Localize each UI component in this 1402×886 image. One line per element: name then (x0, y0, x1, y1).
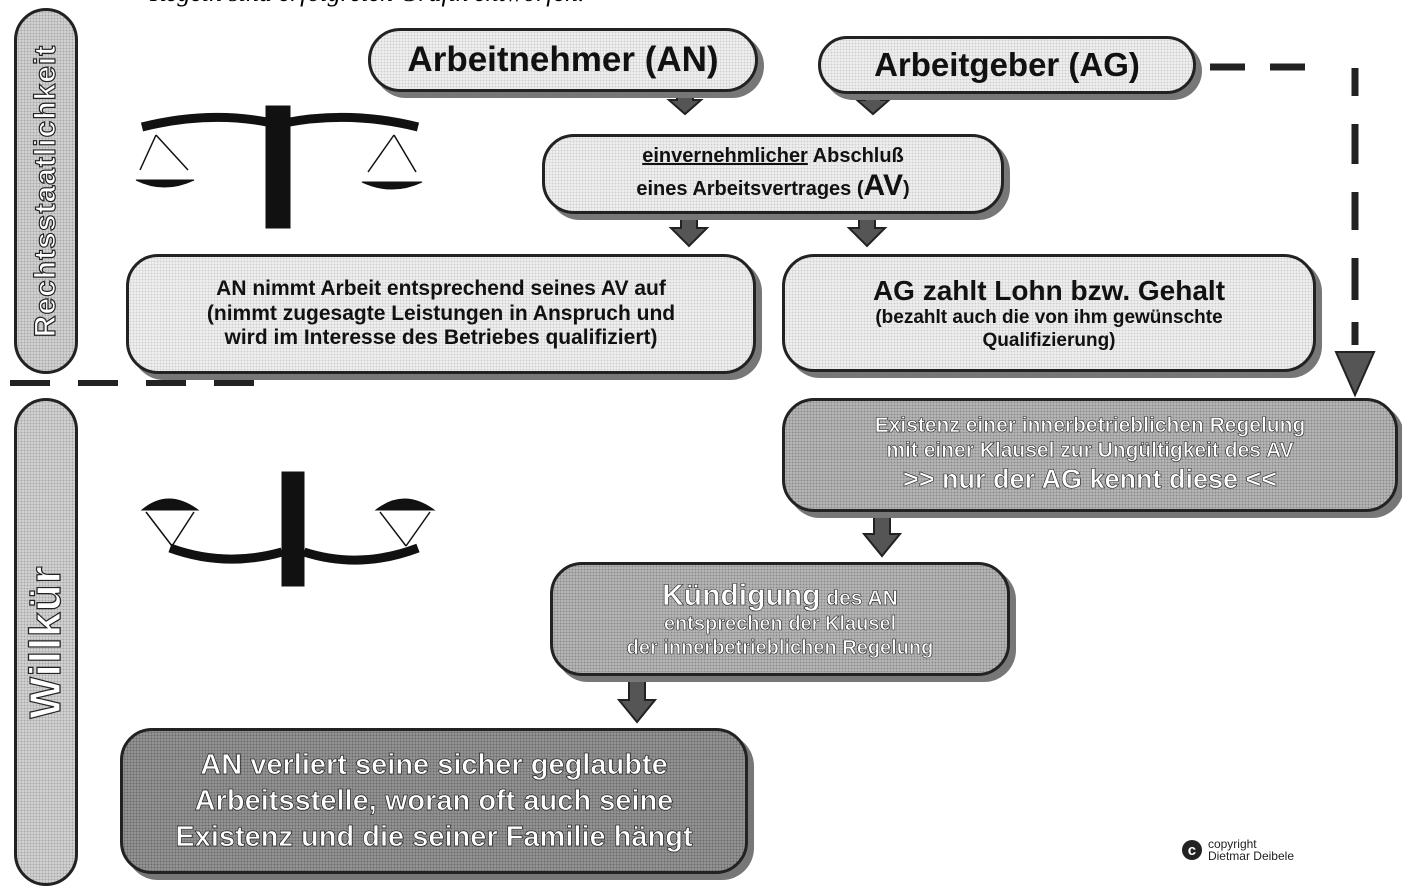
copyright-notice: c copyright Dietmar Deibele (1181, 838, 1294, 863)
employer-node: Arbeitgeber (AG) (818, 36, 1196, 94)
contract-conclusion: Abschluß (807, 144, 904, 167)
clause-node: Existenz einer innerbetrieblichen Regelu… (782, 398, 1398, 512)
termination-node: Kündigung des AN entsprechen der Klausel… (550, 562, 1010, 676)
caption: Regeln sind erfolgreich Grafik entworfen… (150, 0, 584, 8)
copyright-text: copyright Dietmar Deibele (1208, 838, 1294, 863)
rechtsstaatlichkeit-pill: Rechtsstaatlichkeit (14, 8, 78, 374)
outcome-node: AN verliert seine sicher geglaubte Arbei… (120, 728, 748, 874)
employer-obligation-line-3: Qualifizierung) (982, 329, 1116, 351)
termination-subject: des AN (820, 586, 898, 610)
termination-line-2: entsprechen der Klausel (663, 613, 897, 636)
outcome-line-2: Arbeitsstelle, woran oft auch seine (194, 784, 674, 818)
termination-title: Kündigung des AN (662, 578, 898, 613)
employer-hidden-link (1210, 63, 1359, 345)
outcome-line-1: AN verliert seine sicher geglaubte (200, 748, 668, 781)
broken-scale-icon (140, 471, 436, 587)
employer-label: Arbeitgeber (AG) (874, 45, 1140, 83)
employee-label: Arbeitnehmer (AN) (407, 40, 719, 80)
contract-close: ) (902, 178, 910, 201)
clause-line-1: Existenz einer innerbetrieblichen Regelu… (874, 414, 1306, 438)
contract-av: AV (863, 169, 903, 203)
contract-line-2: eines Arbeitsvertrages (AV) (636, 168, 909, 203)
clause-line-2: mit einer Klausel zur Ungültigkeit des A… (886, 439, 1294, 463)
employee-obligation-line-2: (nimmt zugesagte Leistungen in Anspruch … (206, 301, 676, 325)
employee-obligation-line-3: wird im Interesse des Betriebes qualifiz… (224, 326, 658, 350)
copyright-icon: c (1181, 840, 1202, 861)
contract-node: einvernehmlicher Abschluß eines Arbeitsv… (542, 134, 1004, 214)
clause-line-3: >> nur der AG kennt diese << (902, 463, 1278, 495)
contract-text: eines Arbeitsvertrages ( (636, 178, 864, 201)
contract-line-1: einvernehmlicher Abschluß (642, 145, 904, 169)
employer-obligation-line-2: (bezahlt auch die von ihm gewünschte (875, 307, 1223, 329)
copyright-word: copyright (1207, 836, 1257, 851)
employee-node: Arbeitnehmer (AN) (368, 28, 758, 92)
employer-obligation-node: AG zahlt Lohn bzw. Gehalt (bezahlt auch … (782, 254, 1316, 372)
employer-obligation-title: AG zahlt Lohn bzw. Gehalt (872, 275, 1226, 307)
willkuer-pill: Willkür (14, 398, 78, 886)
contract-agreed-word: einvernehmlicher (642, 144, 808, 167)
employer-link-arrowhead (1334, 351, 1376, 398)
employee-obligation-node: AN nimmt Arbeit entsprechend seines AV a… (126, 254, 756, 374)
termination-line-3: der innerbetrieblichen Regelung (626, 636, 934, 659)
termination-word: Kündigung (662, 578, 821, 612)
copyright-author: Dietmar Deibele (1207, 849, 1294, 864)
flow-arrows (616, 91, 903, 724)
outcome-line-3: Existenz und die seiner Familie hängt (175, 821, 693, 854)
employee-obligation-line-1: AN nimmt Arbeit entsprechend seines AV a… (216, 276, 666, 300)
balanced-scale-icon (135, 105, 423, 229)
